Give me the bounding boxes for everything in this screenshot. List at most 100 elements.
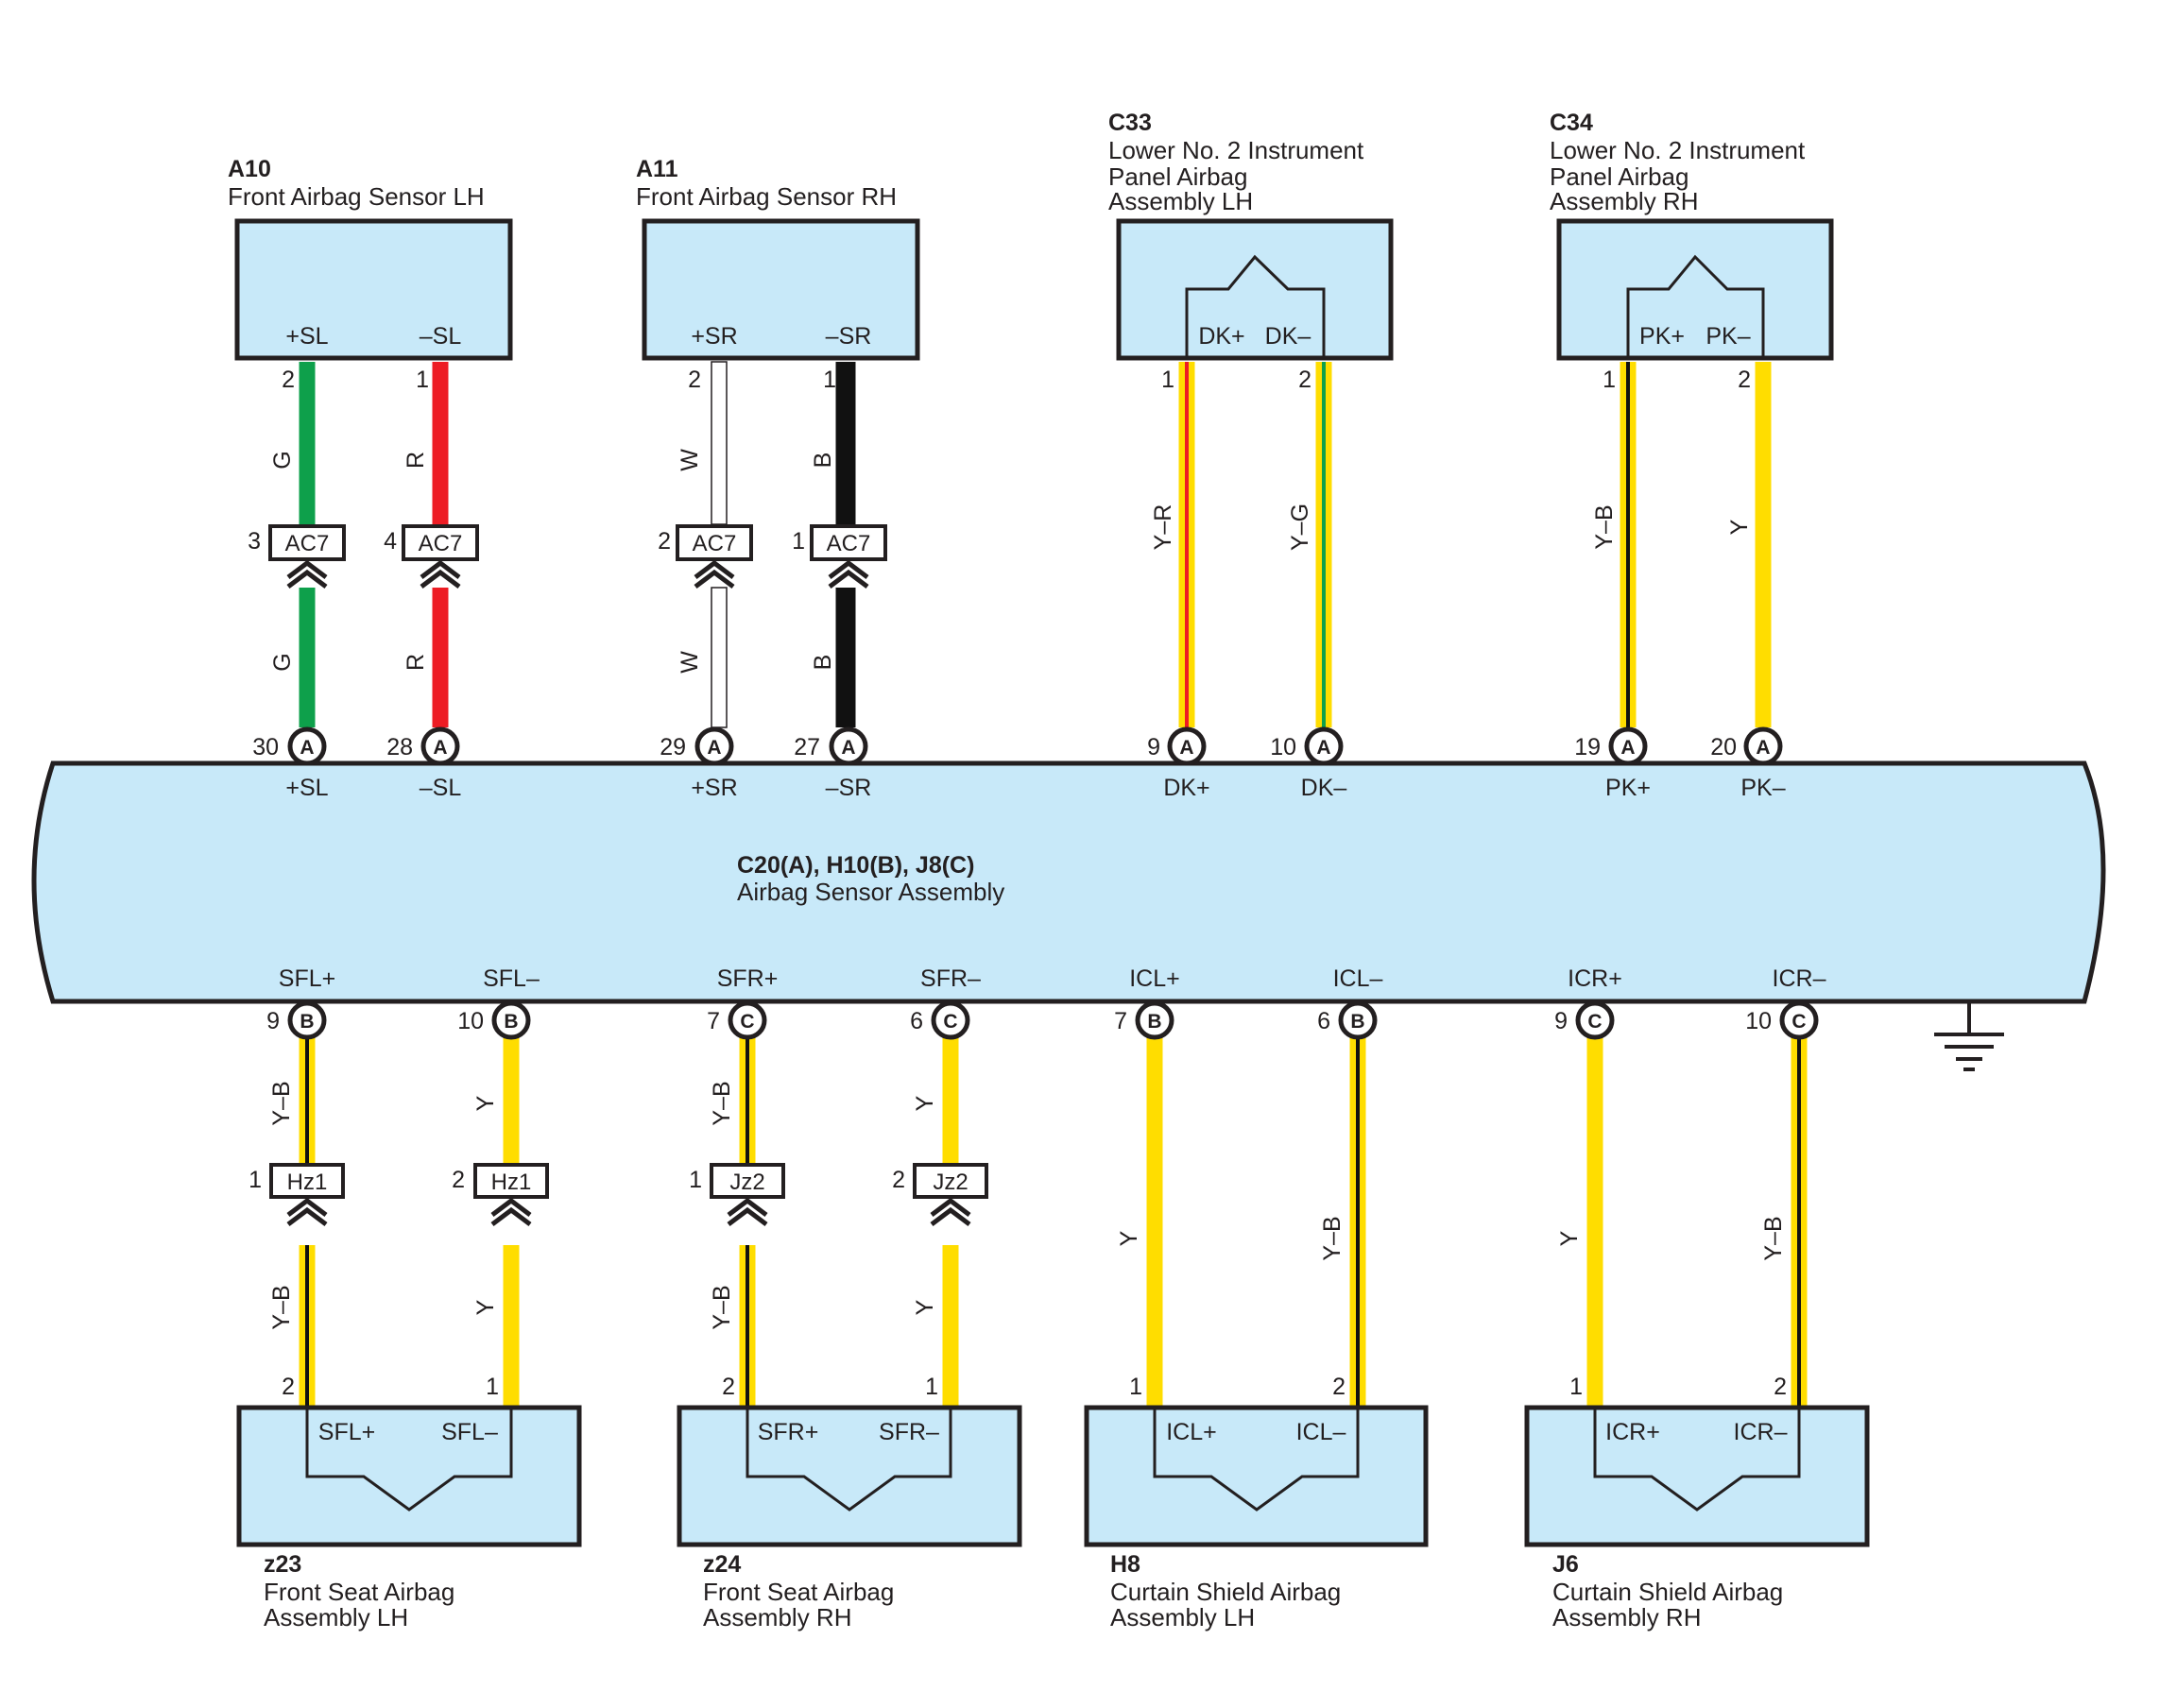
ecu-terminal-label: +SL (285, 775, 328, 801)
terminal-label: +SL (285, 323, 328, 350)
wire-color-label: Y (472, 1299, 499, 1315)
component-name-line: Assembly LH (1108, 187, 1253, 215)
ecu-connector-letter: B (300, 1011, 314, 1033)
connector-name: Jz2 (933, 1170, 968, 1195)
ecu-terminal-label: ICR+ (1568, 965, 1622, 992)
ecu-bottom-terminals: SFL+ SFL– SFR+ SFR– ICL+ ICL– ICR+ ICR– (279, 965, 1826, 992)
connector-pin-number: 1 (689, 1167, 702, 1193)
component-pin-number: 2 (722, 1374, 735, 1400)
bottom-wire-labels: Y–B Y–B Y Y Y–B Y–B Y Y Y Y–B Y Y–B (268, 1081, 1787, 1329)
top-inline-connectors: 3 AC7 4 AC7 2 AC7 1 AC7 (248, 524, 887, 589)
terminal-label: PK– (1706, 323, 1750, 350)
component-name-line: Assembly RH (703, 1603, 851, 1631)
component-code: z23 (264, 1551, 301, 1578)
squib-symbol (1185, 254, 1326, 358)
ecu-pin-number: 9 (266, 1008, 280, 1034)
connector-name: AC7 (827, 531, 871, 556)
connector-pin-number: 2 (452, 1167, 465, 1193)
connector-pin-number: 1 (249, 1167, 262, 1193)
connector-pin-number: 2 (892, 1167, 905, 1193)
ecu-connector-letter: A (841, 737, 855, 759)
wire-color-label: Y (912, 1095, 938, 1111)
component-code: A10 (228, 156, 271, 182)
terminal-label: ICR+ (1605, 1419, 1660, 1445)
ecu-pin-number: 30 (252, 734, 279, 760)
terminal-label: SFL– (441, 1419, 498, 1445)
ecu-pin-number: 10 (1270, 734, 1296, 760)
terminal-label: +SR (691, 323, 737, 350)
inline-connector-jz2: 2 Jz2 (892, 1163, 988, 1226)
ecu-connector-letter: A (1316, 737, 1330, 759)
inline-connector-hz1: 1 Hz1 (249, 1163, 345, 1226)
ecu-connector-letter: A (1179, 737, 1193, 759)
ecu-terminal-label: –SL (420, 775, 462, 801)
ecu-pin-circle: C 9 (1554, 1000, 1615, 1040)
connector-pin-number: 2 (658, 528, 671, 555)
component-box (236, 1405, 582, 1547)
component-pin-number: 1 (1603, 367, 1616, 393)
ecu-pin-circle: C 7 (707, 1000, 767, 1040)
wire-color-label: G (269, 451, 296, 469)
connector-pin-number: 1 (792, 528, 805, 555)
ecu-terminal-label: ICL– (1333, 965, 1383, 992)
ecu-terminal-label: DK+ (1163, 775, 1209, 801)
component-h8: 1 2 ICL+ ICL– H8 Curtain Shield Airbag A… (1084, 1374, 1429, 1631)
component-pin-number: 2 (282, 1374, 295, 1400)
component-box (1116, 218, 1394, 361)
ecu-name: Airbag Sensor Assembly (737, 878, 1004, 906)
wire-color-label: G (269, 653, 296, 671)
top-wires (299, 361, 1772, 728)
squib-symbol (1593, 1408, 1801, 1512)
wire-color-label: B (810, 655, 836, 671)
ecu-codes: C20(A), H10(B), J8(C) (737, 852, 974, 879)
component-c34: C34 Lower No. 2 Instrument Panel Airbag … (1550, 110, 1834, 393)
inline-connector-jz2: 1 Jz2 (689, 1163, 785, 1226)
connector-name: Jz2 (729, 1170, 764, 1195)
ecu-pin-circle: B 10 (457, 1000, 531, 1040)
ecu-terminal-label: DK– (1301, 775, 1347, 801)
ecu-terminal-label: SFR– (920, 965, 981, 992)
component-name: Front Airbag Sensor LH (228, 182, 485, 211)
wire-color-label: R (403, 654, 429, 671)
component-pin-number: 2 (282, 367, 295, 393)
wire-color-label: Y (1116, 1230, 1142, 1246)
ecu-connector-letter: B (504, 1011, 518, 1033)
ecu-top-terminals: +SL –SL +SR –SR DK+ DK– PK+ PK– (285, 775, 1785, 801)
component-a11: A11 Front Airbag Sensor RH +SR –SR 2 1 (636, 156, 920, 393)
ecu-terminal-label: PK– (1740, 775, 1785, 801)
ecu-pin-circle: A 28 (386, 726, 460, 766)
component-pin-number: 2 (688, 367, 701, 393)
component-name-line: Lower No. 2 Instrument (1108, 136, 1364, 164)
ecu-connector-letter: C (1587, 1011, 1602, 1033)
component-pin-number: 1 (1161, 367, 1174, 393)
ecu-pin-number: 10 (457, 1008, 484, 1034)
ecu-connector-letter: B (1147, 1011, 1161, 1033)
component-name-line: Assembly RH (1552, 1603, 1701, 1631)
terminal-label: SFL+ (318, 1419, 375, 1445)
component-pin-number: 2 (1298, 367, 1311, 393)
wire-color-label: W (677, 651, 703, 674)
ecu-connector-letter: A (433, 737, 447, 759)
terminal-label: DK+ (1198, 323, 1244, 350)
ecu-terminal-label: SFL– (483, 965, 540, 992)
bottom-wires (299, 1037, 1808, 1406)
ecu-pin-number: 7 (707, 1008, 720, 1034)
terminal-label: ICL– (1296, 1419, 1346, 1445)
ecu-pin-number: 6 (1317, 1008, 1330, 1034)
component-name-line: Assembly RH (1550, 187, 1698, 215)
top-wire-labels: G G R R W W B B Y–R Y–G Y–B Y (269, 449, 1753, 674)
component-box (642, 218, 920, 361)
ecu-pin-number: 6 (910, 1008, 923, 1034)
ecu-connector-letter: B (1350, 1011, 1364, 1033)
terminal-label: SFR– (879, 1419, 939, 1445)
component-code: z24 (703, 1551, 741, 1578)
component-name-line: Panel Airbag (1550, 162, 1688, 191)
ecu-pin-number: 7 (1114, 1008, 1127, 1034)
component-box (234, 218, 513, 361)
ecu-pin-number: 10 (1745, 1008, 1772, 1034)
ecu-connector-letter: C (1791, 1011, 1806, 1033)
ecu-pin-circle: A 30 (252, 726, 327, 766)
component-name-line: Curtain Shield Airbag (1552, 1578, 1783, 1606)
component-pin-number: 2 (1332, 1374, 1346, 1400)
terminal-label: PK+ (1639, 323, 1685, 350)
